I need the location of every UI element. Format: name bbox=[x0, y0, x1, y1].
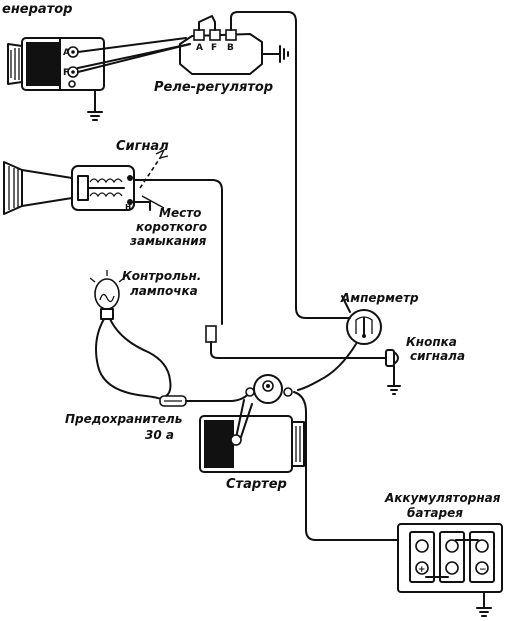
battery: + − bbox=[397, 523, 503, 617]
horn-button-icon bbox=[385, 349, 395, 367]
starter-solenoid-icon bbox=[253, 374, 283, 404]
control-lamp bbox=[89, 270, 125, 320]
svg-text:+: + bbox=[418, 565, 426, 575]
spark-icon bbox=[155, 148, 169, 159]
short-circuit-label-3: замыкания bbox=[129, 234, 207, 248]
regulator-pin-b: B bbox=[227, 43, 234, 53]
generator-label: енератор bbox=[2, 2, 72, 17]
ammeter-label: Амперметр bbox=[340, 291, 419, 305]
battery-label-2: батарея bbox=[407, 506, 463, 520]
generator-pin-f: F bbox=[63, 68, 69, 78]
regulator-pin-a: A bbox=[196, 43, 203, 53]
main-fuse bbox=[159, 395, 187, 407]
ammeter bbox=[341, 295, 382, 345]
button-label-2: сигнала bbox=[410, 349, 465, 363]
svg-text:−: − bbox=[479, 565, 487, 575]
horn: н bbox=[3, 161, 135, 215]
generator-ground-terminal bbox=[68, 80, 76, 88]
signal-terminal-label: н bbox=[125, 202, 131, 212]
battery-icon bbox=[397, 523, 503, 593]
generator-pin-a: A bbox=[63, 48, 70, 58]
lamp-label-1: Контрольн. bbox=[122, 269, 201, 283]
short-circuit-label-2: короткого bbox=[136, 220, 207, 234]
starter-label: Стартер bbox=[226, 477, 287, 492]
inline-fuse bbox=[205, 325, 217, 343]
regulator-terminal-b bbox=[225, 29, 237, 41]
regulator-label: Реле-регулятор bbox=[154, 80, 273, 95]
lamp-label-2: лампочка bbox=[130, 284, 198, 298]
short-circuit-label-1: Место bbox=[159, 206, 201, 220]
ammeter-gauge-icon bbox=[346, 309, 382, 345]
button-label-1: Кнопка bbox=[406, 335, 457, 349]
generator: A F bbox=[7, 37, 105, 121]
fuse-label-2: 30 а bbox=[145, 428, 174, 442]
lamp-bulb-icon bbox=[94, 278, 120, 310]
regulator-terminal-a bbox=[193, 29, 205, 41]
regulator: A F B bbox=[179, 29, 289, 75]
battery-label-1: Аккумуляторная bbox=[384, 491, 501, 505]
signal-label: Сигнал bbox=[116, 139, 169, 154]
starter bbox=[199, 374, 305, 473]
fuse-label-1: Предохранитель bbox=[65, 412, 182, 426]
regulator-terminal-f bbox=[209, 29, 221, 41]
regulator-pin-f: F bbox=[211, 43, 217, 53]
horn-button bbox=[385, 349, 401, 395]
